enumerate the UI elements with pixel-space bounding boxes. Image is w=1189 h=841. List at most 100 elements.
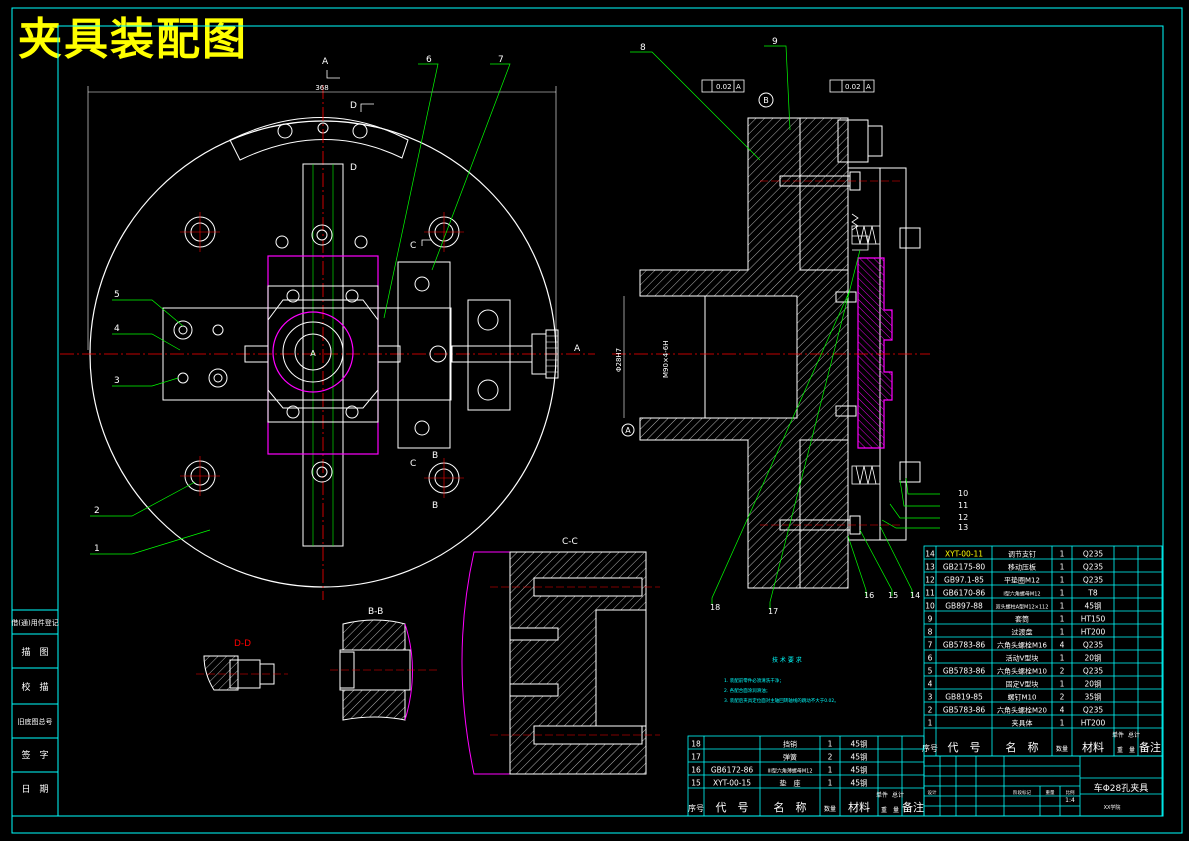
datum-b: B <box>763 96 769 105</box>
dimension-368: 368 <box>315 84 328 92</box>
section-dd: D-D <box>196 639 288 691</box>
tech-heading: 技 术 要 求 <box>772 656 802 664</box>
tb-cell: 重量 <box>1046 789 1055 796</box>
leader-18: 18 <box>710 603 720 612</box>
bom-head-mat: 材料 <box>1082 740 1104 754</box>
side-section-view: Φ28H7 M90×4-6H A B 0.02 A 0.02 A <box>612 37 968 616</box>
bom-cell-qty: 2 <box>1060 667 1065 676</box>
bom-cell-qty: 2 <box>828 753 833 762</box>
bom-cell-code: GB897-88 <box>945 602 983 611</box>
bom-cell-code: GB819-85 <box>945 693 983 702</box>
bom-cell-qty: 1 <box>1060 719 1065 728</box>
tech-item: 1. 装配前零件必须清洗干净； <box>724 677 784 684</box>
tolerance-2-datum: A <box>866 83 871 91</box>
bom-cell-mat: HT150 <box>1081 615 1106 624</box>
front-view: A <box>60 55 595 600</box>
leader-8: 8 <box>640 43 646 53</box>
bom-cell-mat: 35钢 <box>1084 692 1101 702</box>
bom-cell-no: 18 <box>691 740 701 749</box>
bom-cell-qty: 1 <box>828 740 833 749</box>
strip-label: 旧底图总号 <box>18 717 53 726</box>
bom-cell-qty: 2 <box>1060 693 1065 702</box>
bom-head-w2: 总计 <box>892 791 904 799</box>
bom-cell-no: 7 <box>928 641 933 650</box>
bom-cell-qty: 1 <box>1060 576 1065 585</box>
section-bb-label: B-B <box>368 607 383 617</box>
tb-cell: 设计 <box>928 789 937 796</box>
bom-cell-name: III型六角薄螺母M12 <box>767 768 812 775</box>
bom-cell-qty: 1 <box>1060 680 1065 689</box>
bom-cell-mat: Q235 <box>1083 641 1103 650</box>
leader-7: 7 <box>498 55 504 65</box>
company-name: XX学院 <box>1104 804 1121 811</box>
bom-cell-no: 6 <box>928 654 933 663</box>
bom-cell-no: 1 <box>928 719 933 728</box>
section-bb: B-B <box>330 607 440 721</box>
view-marker-c2: C <box>410 459 416 469</box>
leader-2: 2 <box>94 506 100 516</box>
bom-cell-name: 六角头螺栓M16 <box>997 641 1047 650</box>
view-marker-a: A <box>322 57 329 67</box>
bom-cell-name: 移动压板 <box>1008 563 1036 572</box>
bom-cell-qty: 1 <box>1060 628 1065 637</box>
section-cc-label: C-C <box>562 537 578 547</box>
drawing-title: 夹具装配图 <box>18 14 248 65</box>
leader-11: 11 <box>958 501 968 510</box>
bom-cell-no: 9 <box>928 615 933 624</box>
strip-label: 签 字 <box>21 749 48 761</box>
leader-12: 12 <box>958 513 968 522</box>
bom-cell-mat: 20钢 <box>1084 679 1101 689</box>
tech-requirements: 技 术 要 求 1. 装配前零件必须清洗干净； 2. 各配合面涂润滑油； 3. … <box>724 656 839 704</box>
strip-label: 校 描 <box>21 681 48 693</box>
bom-cell-qty: 4 <box>1060 706 1065 715</box>
bom-cell-qty: 1 <box>828 766 833 775</box>
bom-cell-qty: 1 <box>1060 550 1065 559</box>
section-cc: C-C <box>461 537 660 775</box>
bom-cell-mat: Q235 <box>1083 576 1103 585</box>
bom-cell-name: 固定V型块 <box>1006 680 1039 689</box>
bom-cell-code: GB5783-86 <box>943 641 986 650</box>
inner-frame <box>57 25 1164 817</box>
bom-cell-no: 10 <box>925 602 935 611</box>
bom-cell-code: GB6170-86 <box>943 589 986 598</box>
leader-10: 10 <box>958 489 968 498</box>
bom-head-w1: 单件 <box>1112 731 1124 739</box>
bom-cell-mat: 45钢 <box>850 739 867 749</box>
tech-item: 3. 装配后夹具定位面对主轴回转轴线的跳动不大于0.02。 <box>724 697 839 704</box>
view-marker-d2: D <box>350 163 357 173</box>
bom-cell-code: XYT-00-15 <box>713 779 751 788</box>
bom-cell-name: 垫 座 <box>780 779 801 788</box>
tb-cell: 阶段标记 <box>1013 789 1031 796</box>
bom-head-name: 名 称 <box>1006 740 1039 754</box>
bom-cell-no: 15 <box>691 779 701 788</box>
bom-cell-code: GB5783-86 <box>943 667 986 676</box>
bom-head-seq: 序号 <box>922 743 938 753</box>
bom-cell-no: 16 <box>691 766 701 775</box>
bom-cell-name: 双头螺柱A型M12×112 <box>996 604 1049 611</box>
leader-1: 1 <box>94 544 100 554</box>
leader-9: 9 <box>772 37 778 47</box>
leader-13: 13 <box>958 523 968 532</box>
strip-label: 日 期 <box>21 784 48 795</box>
bom-head-w3: 重 量 <box>1117 746 1135 754</box>
bom-cell-name: 六角头螺栓M10 <box>997 667 1047 676</box>
datum-a: A <box>625 426 631 435</box>
bom-cell-mat: HT200 <box>1081 719 1106 728</box>
view-marker-c: C <box>410 241 416 251</box>
bom-cell-name: 过渡盘 <box>1012 628 1033 637</box>
dimension-mbore: M90×4-6H <box>662 340 670 378</box>
bom-cell-no: 17 <box>691 753 701 762</box>
bom-cell-name: 六角头螺栓M20 <box>997 706 1047 715</box>
bom-cell-mat: Q235 <box>1083 550 1103 559</box>
bom-cell-qty: 4 <box>1060 641 1065 650</box>
bom-cell-code: GB2175-80 <box>943 563 986 572</box>
leader-3: 3 <box>114 376 120 386</box>
bom-cell-no: 13 <box>925 563 935 572</box>
strip-label: 借(通)用件登记 <box>11 618 58 627</box>
bom-head-qty: 数量 <box>824 805 836 813</box>
section-dd-label: D-D <box>234 639 251 649</box>
bom-cell-name: 弹簧 <box>783 753 797 762</box>
leader-17: 17 <box>768 607 778 616</box>
